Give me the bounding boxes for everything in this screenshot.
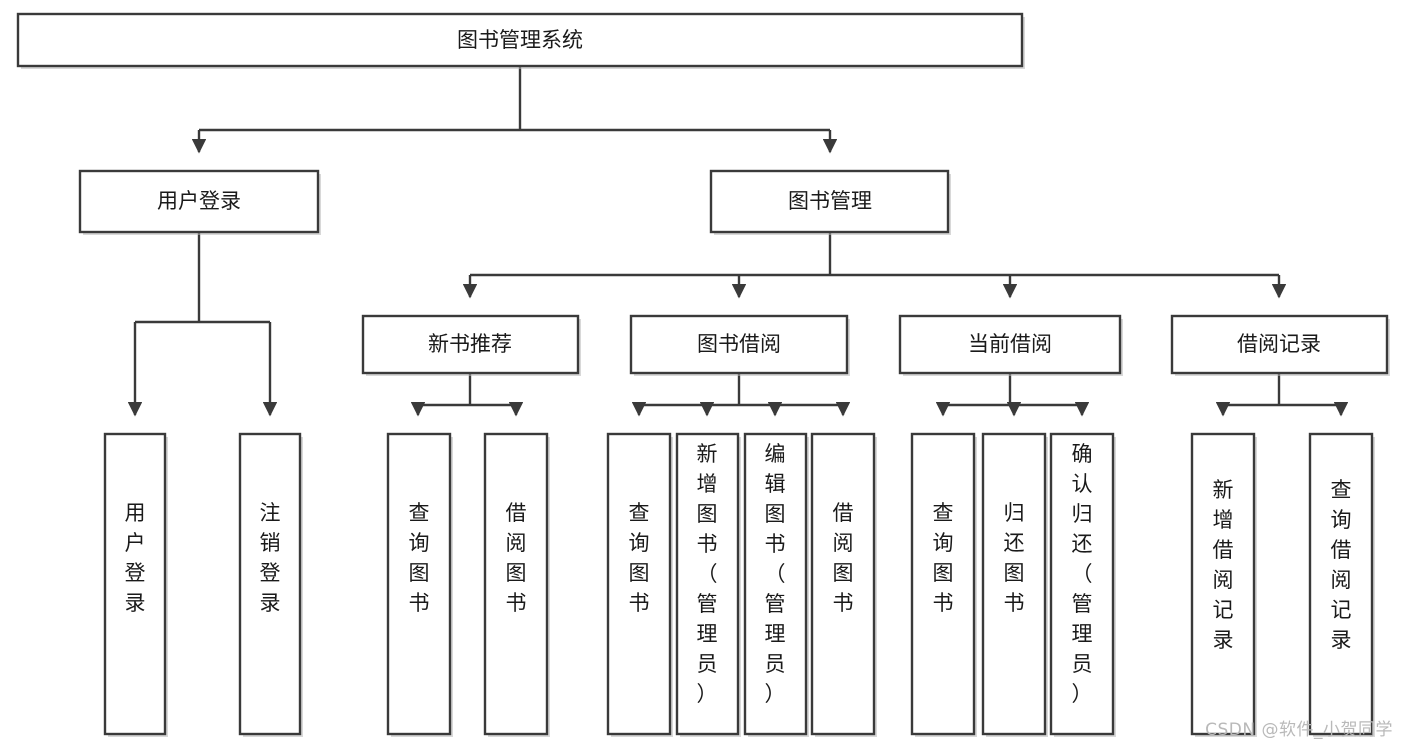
node-user-login[interactable]: 用户登录 bbox=[78, 169, 321, 235]
leaf-query-record-label: 查询借阅记录 bbox=[1331, 478, 1352, 652]
user-login-box bbox=[78, 169, 320, 234]
leaf-user-login-label: 用户登录 bbox=[125, 501, 146, 615]
book-management-box bbox=[709, 169, 950, 234]
node-borrow-record[interactable]: 借阅记录 bbox=[1170, 314, 1390, 376]
leaf-add-record-label: 新增借阅记录 bbox=[1213, 478, 1234, 652]
leaf-query-record-box bbox=[1308, 432, 1374, 736]
borrow-record-box bbox=[1170, 314, 1389, 375]
book-borrow-label: 图书借阅 bbox=[697, 332, 781, 356]
leaf-user-login-box bbox=[103, 432, 167, 736]
leaf-confirm-return-label: 确认归还（管理员） bbox=[1072, 442, 1093, 706]
leaf-borrow-book-2-box bbox=[810, 432, 876, 736]
node-leaf-user-login[interactable]: 用户登录 bbox=[103, 432, 168, 737]
leaf-query-book-1-label: 查询图书 bbox=[409, 501, 430, 615]
leaf-nodes: 用户登录 注销登录 查询图书 借阅图书 查询图书 bbox=[103, 432, 1375, 737]
leaf-borrow-book-1-label: 借阅图书 bbox=[506, 501, 527, 615]
node-leaf-return-book[interactable]: 归还图书 bbox=[981, 432, 1048, 737]
leaf-query-book-3-box bbox=[910, 432, 976, 736]
leaf-add-book-box bbox=[675, 432, 740, 736]
book-borrow-box bbox=[629, 314, 849, 375]
leaf-query-book-1-box bbox=[386, 432, 452, 736]
leaf-add-record-box bbox=[1190, 432, 1256, 736]
current-borrow-box bbox=[898, 314, 1122, 375]
root-label: 图书管理系统 bbox=[457, 28, 583, 52]
current-borrow-label: 当前借阅 bbox=[968, 332, 1052, 356]
node-leaf-query-book-1[interactable]: 查询图书 bbox=[386, 432, 453, 737]
node-book-borrow[interactable]: 图书借阅 bbox=[629, 314, 850, 376]
new-book-recommend-label: 新书推荐 bbox=[428, 332, 512, 356]
node-leaf-logout[interactable]: 注销登录 bbox=[238, 432, 303, 737]
node-leaf-query-book-2[interactable]: 查询图书 bbox=[606, 432, 673, 737]
node-leaf-confirm-return[interactable]: 确认归还（管理员） bbox=[1049, 432, 1116, 737]
node-leaf-borrow-book-2[interactable]: 借阅图书 bbox=[810, 432, 877, 737]
node-new-book-recommend[interactable]: 新书推荐 bbox=[361, 314, 581, 376]
leaf-add-book-label: 新增图书（管理员） bbox=[697, 442, 718, 706]
leaf-return-book-box bbox=[981, 432, 1047, 736]
root-box bbox=[16, 12, 1024, 68]
node-leaf-add-record[interactable]: 新增借阅记录 bbox=[1190, 432, 1257, 737]
leaf-query-book-3-label: 查询图书 bbox=[933, 501, 954, 615]
node-leaf-query-record[interactable]: 查询借阅记录 bbox=[1308, 432, 1375, 737]
node-leaf-borrow-book-1[interactable]: 借阅图书 bbox=[483, 432, 550, 737]
node-root[interactable]: 图书管理系统 bbox=[16, 12, 1025, 69]
leaf-logout-label: 注销登录 bbox=[260, 501, 281, 615]
connectors bbox=[127, 66, 1349, 417]
leaf-edit-book-box bbox=[743, 432, 808, 736]
leaf-confirm-return-box bbox=[1049, 432, 1115, 736]
book-management-label: 图书管理 bbox=[788, 189, 872, 213]
borrow-record-label: 借阅记录 bbox=[1237, 332, 1321, 356]
new-book-recommend-box bbox=[361, 314, 580, 375]
node-leaf-edit-book[interactable]: 编辑图书（管理员） bbox=[743, 432, 809, 737]
node-leaf-query-book-3[interactable]: 查询图书 bbox=[910, 432, 977, 737]
leaf-edit-book-label: 编辑图书（管理员） bbox=[765, 442, 786, 706]
user-login-label: 用户登录 bbox=[157, 189, 241, 213]
node-current-borrow[interactable]: 当前借阅 bbox=[898, 314, 1123, 376]
leaf-query-book-2-label: 查询图书 bbox=[629, 501, 650, 615]
node-leaf-add-book[interactable]: 新增图书（管理员） bbox=[675, 432, 741, 737]
leaf-logout-box bbox=[238, 432, 302, 736]
leaf-return-book-label: 归还图书 bbox=[1004, 501, 1025, 615]
leaf-query-book-2-box bbox=[606, 432, 672, 736]
leaf-borrow-book-2-label: 借阅图书 bbox=[833, 501, 854, 615]
node-book-management[interactable]: 图书管理 bbox=[709, 169, 951, 235]
leaf-borrow-book-1-box bbox=[483, 432, 549, 736]
